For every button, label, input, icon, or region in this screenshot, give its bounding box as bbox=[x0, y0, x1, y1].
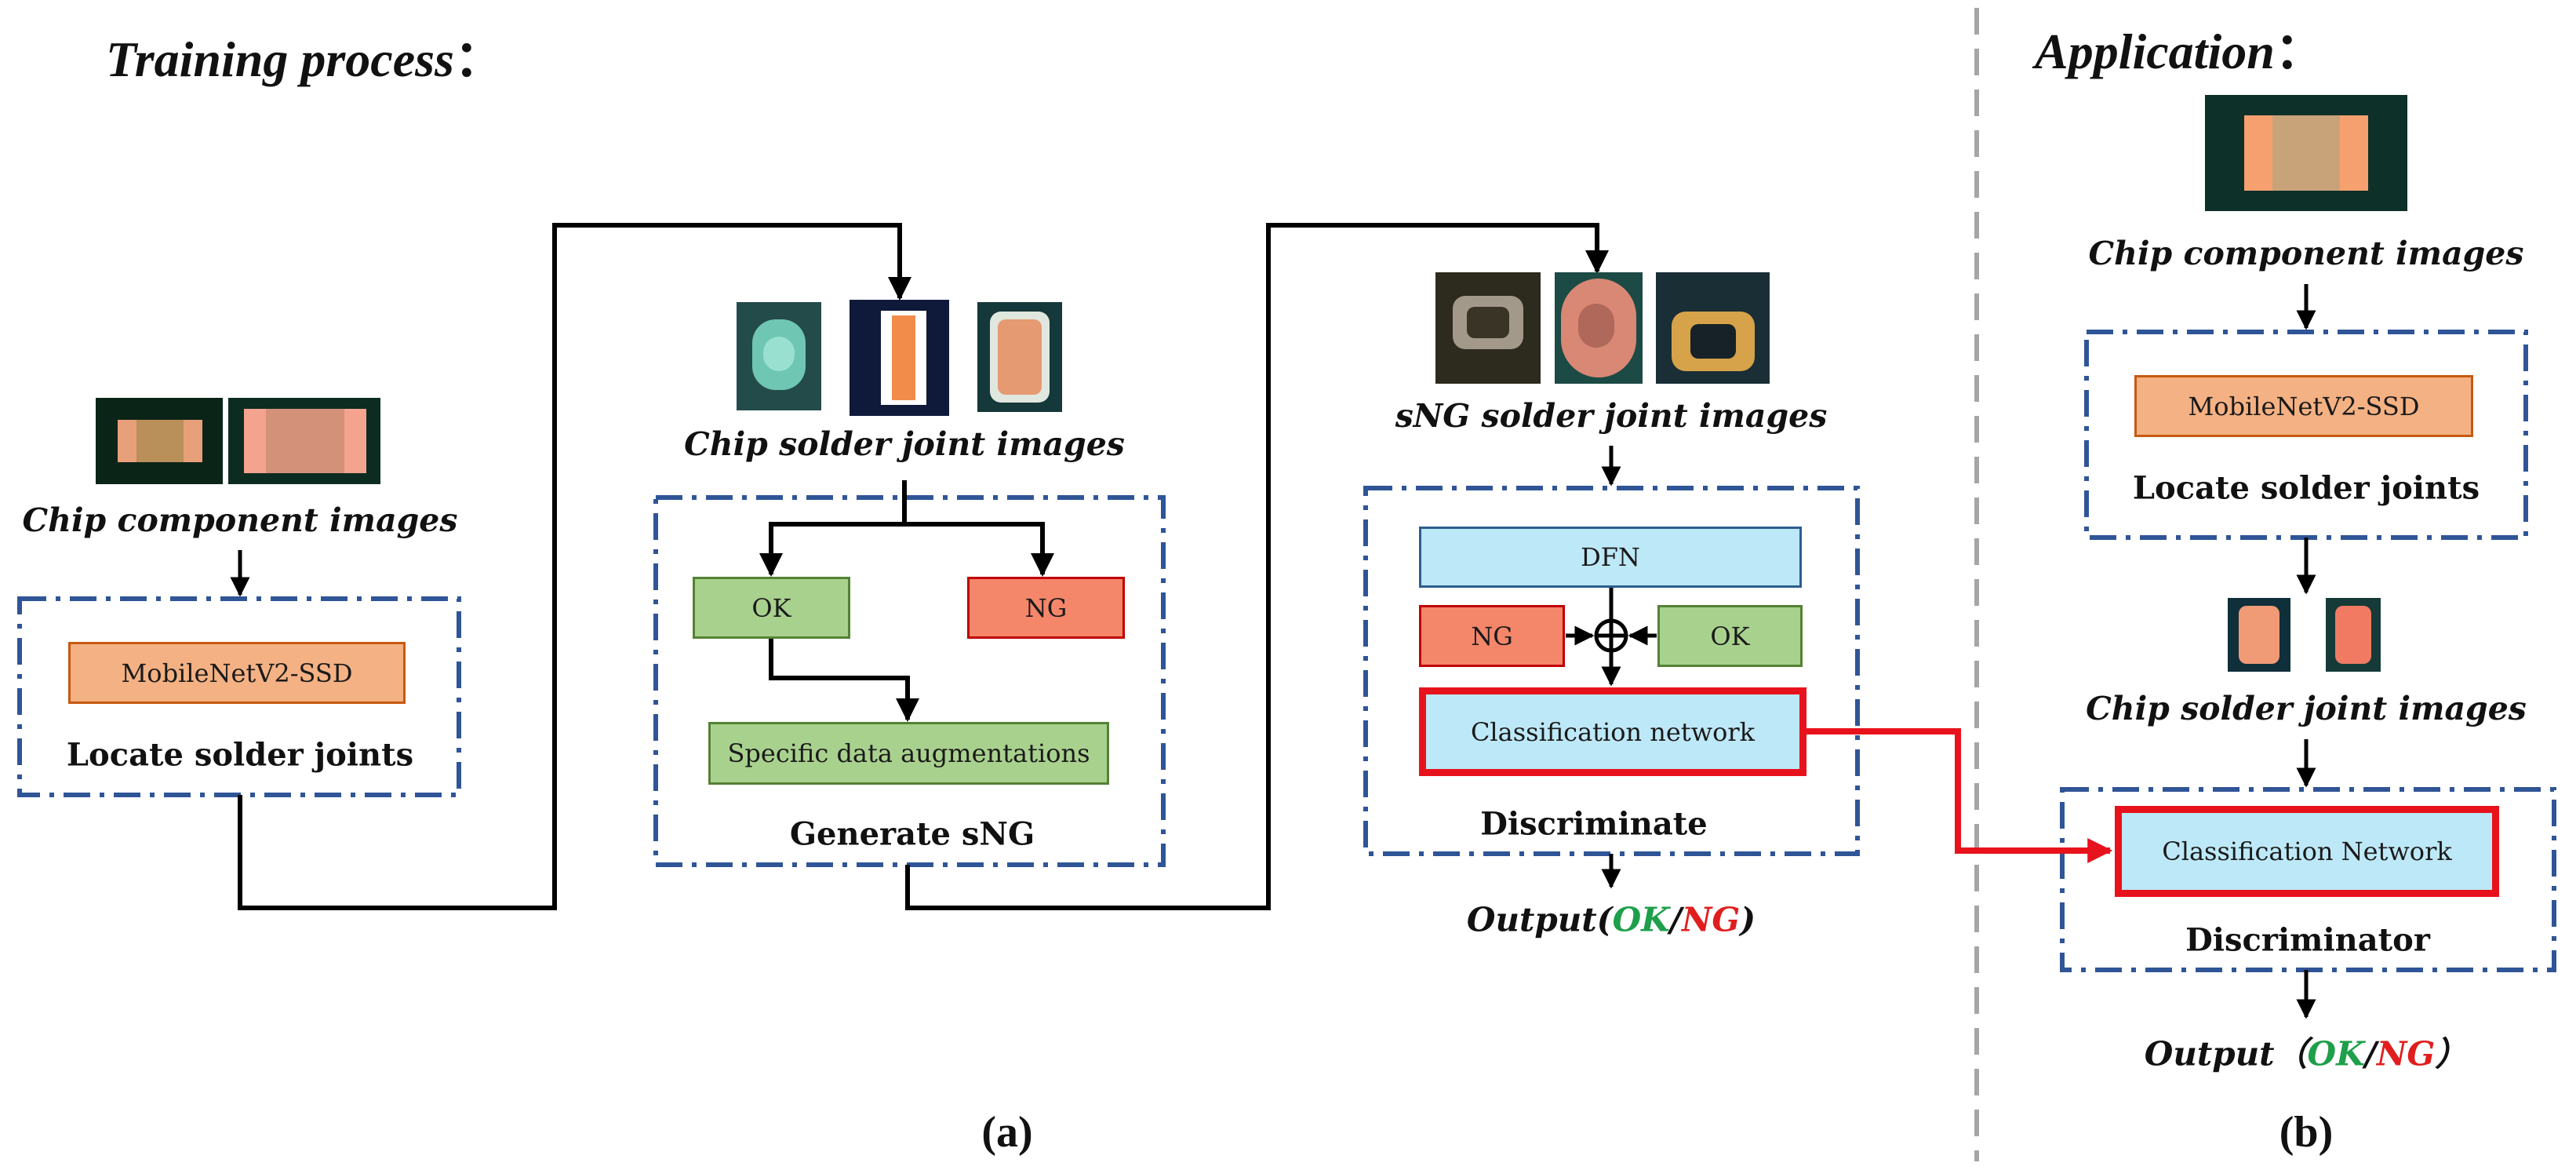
training-heading: Training process： bbox=[106, 31, 504, 87]
application-heading: Application： bbox=[2035, 24, 2325, 79]
sng-joint-image bbox=[1435, 272, 1541, 384]
application-output-label: Output（OK/NG） bbox=[2144, 1034, 2469, 1073]
classification-network-box: Classification network bbox=[1419, 687, 1806, 776]
ng-box: NG bbox=[967, 577, 1125, 639]
app-chip-component-image bbox=[2205, 95, 2407, 211]
transfer-arrow bbox=[1806, 728, 2113, 863]
panel-a-label: (a) bbox=[981, 1108, 1033, 1157]
mobilenet-box: MobileNetV2-SSD bbox=[68, 642, 406, 704]
discriminate-group-frame bbox=[1363, 486, 1860, 856]
app-locate-label: Locate solder joints bbox=[2132, 469, 2480, 507]
solder-joint-image bbox=[850, 300, 949, 416]
sng-images-label: sNG solder joint images bbox=[1395, 397, 1828, 435]
connector-locate-to-chip-images bbox=[238, 223, 911, 910]
solder-joint-image bbox=[737, 302, 821, 410]
chip-component-image bbox=[96, 398, 223, 484]
training-output-label: Output(OK/NG) bbox=[1466, 900, 1756, 939]
locate-label: Locate solder joints bbox=[66, 736, 414, 774]
chip-component-images-label: Chip component images bbox=[22, 501, 458, 539]
chip-component-image bbox=[228, 398, 380, 484]
chip-solder-joint-images-label: Chip solder joint images bbox=[684, 425, 1125, 463]
panel-b-label: (b) bbox=[2279, 1108, 2334, 1157]
augmentation-box: Specific data augmentations bbox=[708, 722, 1109, 785]
connector-split bbox=[759, 480, 907, 577]
dfn-box: DFN bbox=[1419, 527, 1802, 588]
app-classification-network-box: Classification Network bbox=[2115, 806, 2499, 897]
generate-label: Generate sNG bbox=[789, 815, 1035, 853]
ng-input-box: NG bbox=[1419, 605, 1565, 667]
discriminate-label: Discriminate bbox=[1480, 805, 1708, 843]
sng-joint-image bbox=[1555, 272, 1643, 384]
app-chip-solder-joint-images-label: Chip solder joint images bbox=[2086, 690, 2527, 727]
connector-split-ng bbox=[904, 522, 1054, 577]
ok-input-box: OK bbox=[1657, 605, 1803, 667]
ok-box: OK bbox=[693, 577, 850, 639]
discriminator-label: Discriminator bbox=[2185, 921, 2430, 959]
connector-generate-to-sng bbox=[905, 223, 1609, 910]
sng-joint-image bbox=[1656, 272, 1770, 384]
app-mobilenet-box: MobileNetV2-SSD bbox=[2134, 375, 2473, 437]
app-chip-component-images-label: Chip component images bbox=[2088, 235, 2524, 272]
solder-joint-image bbox=[977, 302, 1062, 412]
app-solder-joint-image bbox=[2326, 598, 2381, 672]
app-solder-joint-image bbox=[2228, 598, 2290, 672]
connector-ok-to-augment bbox=[769, 637, 919, 722]
